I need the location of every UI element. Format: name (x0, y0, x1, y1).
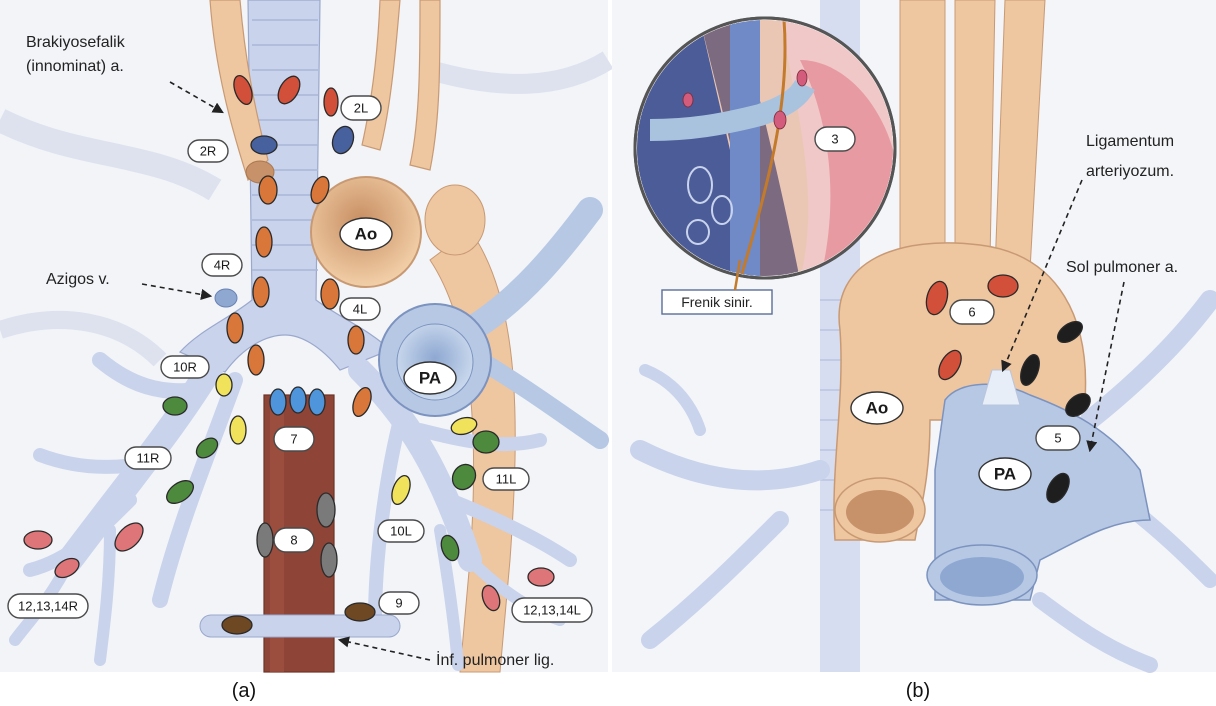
svg-text:11R: 11R (137, 451, 160, 466)
svg-text:2L: 2L (354, 101, 368, 116)
node-10R-yellow-a (216, 374, 232, 396)
node-4L-c (348, 326, 364, 354)
svg-text:10L: 10L (390, 524, 412, 539)
node-8-a (317, 493, 335, 527)
node-12R-pink-b (24, 531, 52, 549)
svg-text:4R: 4R (214, 258, 231, 273)
panel-b: 3 6 5 Ao PA Frenik sinir. Ligamentum art… (612, 0, 1216, 672)
station-label-8: 8 (274, 528, 314, 552)
node-6-b (988, 275, 1018, 297)
node-2L-a (324, 88, 338, 116)
node-12L-pink-b (528, 568, 554, 586)
node-4R-b (256, 227, 272, 257)
label-ligamentum-line1: Ligamentum (1086, 133, 1174, 150)
svg-text:5: 5 (1054, 431, 1061, 446)
panel-a: 2R 2L 4R 4L 10R 11R 7 8 11L 10L 9 12,13,… (0, 0, 608, 672)
label-frenik: Frenik sinir. (662, 290, 772, 314)
node-7-a (270, 389, 286, 415)
label-sol-pulmoner: Sol pulmoner a. (1066, 259, 1178, 276)
svg-text:8: 8 (290, 533, 297, 548)
node-4R-c (253, 277, 269, 307)
station-label-10L: 10L (378, 520, 424, 542)
node-8-b (257, 523, 273, 557)
svg-text:Ao: Ao (866, 399, 889, 418)
svg-text:6: 6 (968, 305, 975, 320)
azygos-vein (215, 289, 237, 307)
station-label-10R: 10R (161, 356, 209, 378)
svg-text:PA: PA (994, 465, 1016, 484)
svg-text:7: 7 (290, 432, 297, 447)
svg-text:3: 3 (831, 132, 838, 147)
svg-text:11L: 11L (496, 472, 517, 487)
station-label-5: 5 (1036, 426, 1080, 450)
node-11R-green-a (163, 397, 187, 415)
station-label-11L: 11L (483, 468, 529, 490)
node-2R-blue (251, 136, 277, 154)
svg-text:2R: 2R (200, 144, 217, 159)
station-label-11R: 11R (125, 447, 171, 469)
node-7-b (290, 387, 306, 413)
label-brakiyosefalik-line2: (innominat) a. (26, 58, 124, 75)
station-label-3: 3 (815, 127, 855, 151)
svg-text:9: 9 (395, 596, 402, 611)
svg-text:10R: 10R (173, 360, 197, 375)
station-label-7: 7 (274, 427, 314, 451)
node-10R-a (248, 345, 264, 375)
label-inf-pulmoner: İnf. pulmoner lig. (436, 650, 554, 669)
svg-text:12,13,14L: 12,13,14L (523, 603, 581, 618)
label-azigos: Azigos v. (46, 271, 110, 288)
vessel-label-pa-a: PA (404, 362, 456, 394)
vessel-label-ao-b: Ao (851, 392, 903, 424)
panel-caption-a: (a) (232, 680, 256, 702)
node-4L-b (321, 279, 339, 309)
station-label-4R: 4R (202, 254, 242, 276)
node-8-c (321, 543, 337, 577)
svg-text:12,13,14R: 12,13,14R (18, 599, 78, 614)
vessel-label-ao-a: Ao (340, 218, 392, 250)
station-label-2L: 2L (341, 96, 381, 120)
svg-text:4L: 4L (353, 302, 367, 317)
label-ligamentum-line2: arteriyozum. (1086, 163, 1174, 180)
node-9-a (345, 603, 375, 621)
node-10R-yellow-b (230, 416, 246, 444)
node-4R-d (227, 313, 243, 343)
station-label-6: 6 (950, 300, 994, 324)
station-label-12R: 12,13,14R (8, 594, 88, 618)
node-4R-a (259, 176, 277, 204)
node-7-c (309, 389, 325, 415)
station-label-2R: 2R (188, 140, 228, 162)
node-9-b (222, 616, 252, 634)
svg-text:Frenik sinir.: Frenik sinir. (681, 294, 753, 310)
station-label-12L: 12,13,14L (512, 598, 592, 622)
node-11L-green-a (473, 431, 499, 453)
vessel-label-pa-b: PA (979, 458, 1031, 490)
svg-text:PA: PA (419, 369, 441, 388)
label-brakiyosefalik-line1: Brakiyosefalik (26, 34, 126, 51)
panel-caption-b: (b) (906, 680, 930, 702)
station-label-4L: 4L (340, 298, 380, 320)
station-label-9: 9 (379, 592, 419, 614)
svg-text:Ao: Ao (355, 225, 378, 244)
